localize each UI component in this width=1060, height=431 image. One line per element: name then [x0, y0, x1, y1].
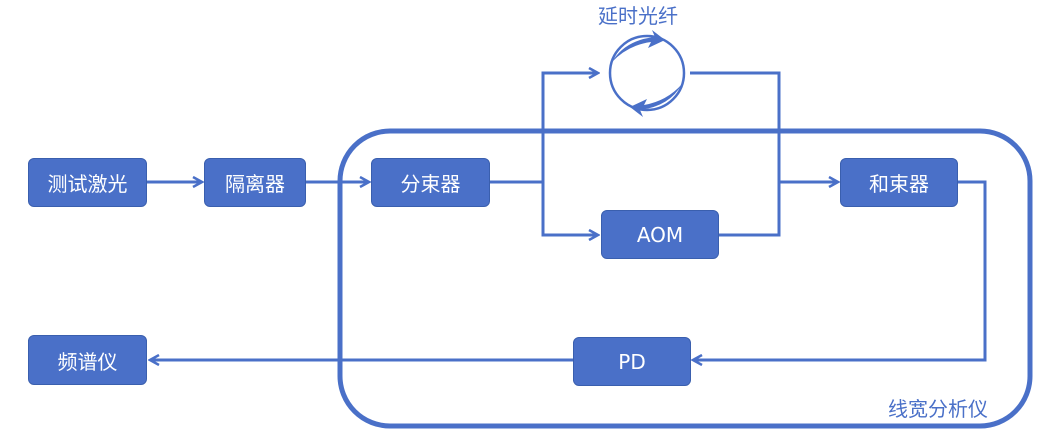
splitter-node: 分束器	[371, 158, 490, 207]
linewidth-analyzer-label: 线宽分析仪	[888, 397, 988, 421]
fiber-output	[690, 71, 781, 237]
aom-label: AOM	[636, 222, 684, 247]
spectrum-analyzer-label: 频谱仪	[57, 349, 118, 374]
pd-label: PD	[618, 349, 646, 374]
linewidth-analyzer-boundary	[337, 128, 1033, 429]
test-laser-node: 测试激光	[28, 158, 147, 207]
loop-arrows-icon	[612, 30, 682, 117]
arrow-to-delay-fiber	[541, 73, 598, 235]
arrow-combiner-pd	[693, 180, 987, 360]
delay-fiber-loop-icon	[608, 34, 686, 112]
arrow-to-aom	[541, 182, 598, 235]
delay-fiber-label: 延时光纤	[598, 4, 678, 28]
combiner-node: 和束器	[840, 158, 958, 207]
isolator-label: 隔离器	[225, 172, 285, 196]
spectrum-analyzer-node: 频谱仪	[28, 335, 147, 385]
combiner-label: 和束器	[869, 172, 929, 196]
pd-node: PD	[573, 337, 691, 386]
aom-node: AOM	[601, 210, 719, 259]
splitter-label: 分束器	[400, 172, 461, 196]
test-laser-label: 测试激光	[47, 172, 128, 196]
isolator-node: 隔离器	[204, 158, 306, 207]
